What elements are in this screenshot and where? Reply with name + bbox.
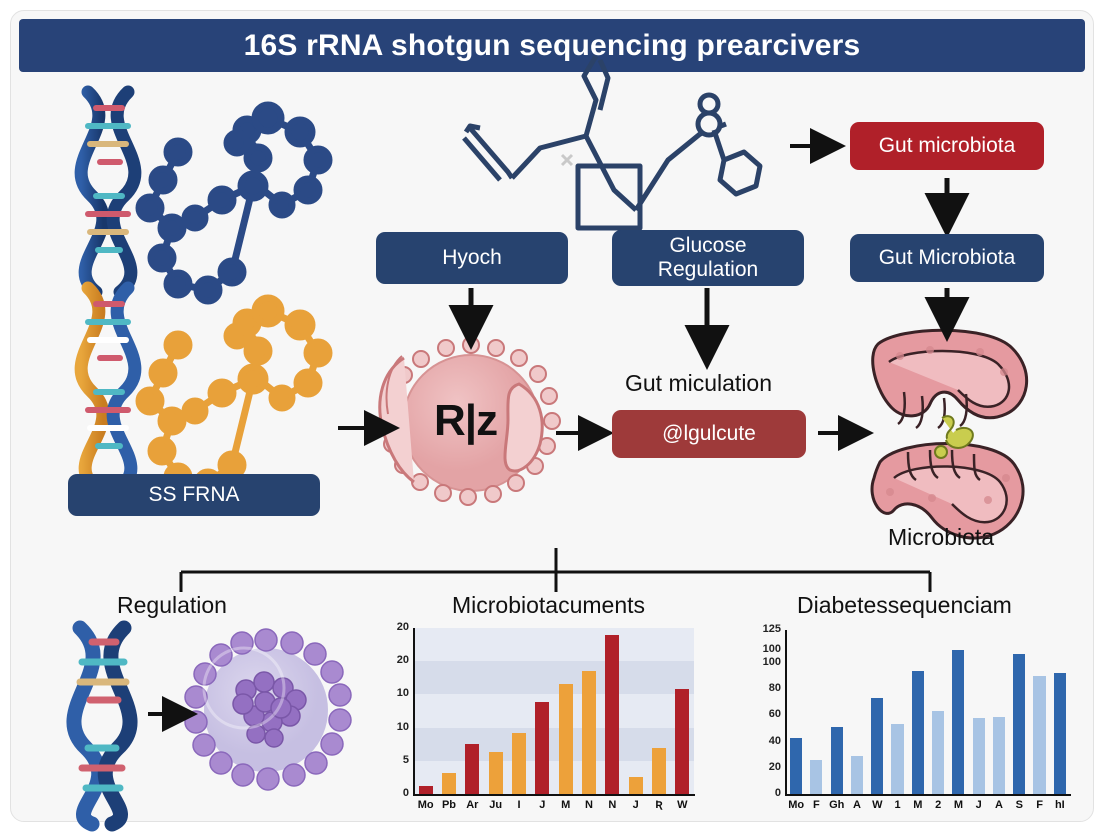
node-algulcute-label: @lgulcute <box>662 422 756 446</box>
grid-band <box>414 760 694 794</box>
bar <box>952 649 965 794</box>
node-gut-microbiota-red[interactable]: Gut microbiota <box>850 122 1044 170</box>
bar <box>1013 653 1026 794</box>
x-axis-tick-label: M <box>953 799 963 811</box>
bar <box>558 684 573 794</box>
y-axis-tick-label: 125 <box>762 623 781 635</box>
bar <box>512 732 526 794</box>
bar <box>850 755 864 794</box>
bar <box>465 744 480 794</box>
x-axis-tick-label: A <box>853 799 861 811</box>
y-axis-tick-label: 40 <box>768 734 781 747</box>
plot-area <box>786 630 1070 794</box>
x-axis-tick-label: Gh <box>829 799 845 811</box>
cell-inner-label: R|z <box>434 396 498 445</box>
page-title: 16S rRNA shotgun sequencing prearcivers <box>243 28 861 62</box>
bar <box>582 671 596 794</box>
node-glucose-regulation[interactable]: Glucose Regulation <box>612 230 804 286</box>
bar <box>790 737 803 794</box>
bar <box>932 711 945 794</box>
y-axis-tick-label: 10 <box>396 720 409 733</box>
bar <box>992 716 1006 794</box>
bar <box>891 724 904 794</box>
x-axis-tick-label: M <box>913 799 923 811</box>
y-axis-tick-label: 0 <box>774 787 781 799</box>
node-gut-microbiota-red-label: Gut microbiota <box>878 134 1016 158</box>
bar <box>605 634 620 794</box>
x-axis-tick-label: Pb <box>441 799 457 811</box>
bar <box>535 702 550 794</box>
x-axis-line <box>413 794 695 796</box>
y-axis-tick-label: 60 <box>768 708 781 721</box>
x-axis-tick-label: J <box>975 799 982 811</box>
node-glucose-regulation-label: Glucose Regulation <box>657 234 759 281</box>
node-gut-microbiota-blue[interactable]: Gut Microbiota <box>850 234 1044 282</box>
x-axis-tick-label: W <box>677 799 688 811</box>
grid-band <box>414 661 694 695</box>
bar <box>911 670 924 794</box>
x-axis-tick-label: N <box>585 799 593 811</box>
x-axis-tick-label: 1 <box>894 799 901 811</box>
poster-title-bar: 16S rRNA shotgun sequencing prearcivers <box>19 19 1085 72</box>
bar <box>675 689 690 794</box>
y-axis-tick-label: 20 <box>768 760 781 773</box>
y-axis-tick-label: 100 <box>762 655 781 668</box>
x-axis-tick-label: I <box>517 799 521 811</box>
bar <box>418 786 433 794</box>
bar <box>1053 673 1066 794</box>
y-axis-tick-label: 20 <box>396 654 409 667</box>
bar <box>871 698 884 794</box>
x-axis-tick-label: Mo <box>417 799 434 811</box>
y-axis-tick-label: 100 <box>762 642 781 655</box>
x-axis-tick-label: M <box>561 799 571 811</box>
x-axis-tick-label: W <box>872 799 883 811</box>
x-axis-tick-label: hI <box>1054 799 1065 811</box>
x-axis-tick-label: J <box>539 799 546 811</box>
bar <box>628 776 643 794</box>
y-axis-line <box>413 628 415 794</box>
x-axis-tick-label: 2 <box>935 799 942 811</box>
x-axis-tick-label: J <box>632 799 639 811</box>
y-axis-tick-label: 0 <box>402 787 409 799</box>
bar <box>488 752 503 794</box>
y-axis-tick-label: 10 <box>396 687 409 700</box>
y-axis-tick-label: 20 <box>396 621 409 633</box>
y-axis-line <box>785 630 787 794</box>
x-axis-line <box>785 794 1071 796</box>
y-axis-tick-label: 80 <box>768 682 781 695</box>
x-axis-tick-label: F <box>1036 799 1043 811</box>
bar <box>652 748 666 794</box>
x-axis-tick-label: S <box>1015 799 1023 811</box>
bar <box>442 772 456 794</box>
x-axis-tick-label: A <box>995 799 1003 811</box>
plot-area <box>414 628 694 794</box>
bar <box>1033 675 1046 794</box>
grid-band <box>414 694 694 728</box>
x-axis-tick-label: Ju <box>489 799 503 811</box>
bar <box>972 717 985 794</box>
x-axis-tick-label: Mo <box>788 799 805 811</box>
section-heading-middle: Microbiotacuments <box>452 592 646 618</box>
x-axis-tick-label: Ar <box>466 799 479 811</box>
section-heading-right: Diabetessequenciam <box>797 592 1012 618</box>
bar <box>830 727 843 794</box>
x-axis-tick-label: Ʀ <box>655 799 663 811</box>
section-heading-left: Regulation <box>117 592 227 618</box>
caption-microbiota: Microbiota <box>888 524 995 550</box>
node-hyoch[interactable]: Hyoch <box>376 232 568 284</box>
grid-band <box>414 727 694 761</box>
x-axis-tick-label: F <box>813 799 820 811</box>
node-gut-microbiota-blue-label: Gut Microbiota <box>878 246 1016 270</box>
label-gut-miculation: Gut miculation <box>625 370 773 396</box>
node-ss-frna[interactable]: SS FRNA <box>68 474 320 516</box>
y-axis-tick-label: 5 <box>402 753 409 766</box>
node-algulcute[interactable]: @lgulcute <box>612 410 806 458</box>
bar <box>810 759 823 794</box>
grid-band <box>414 628 694 662</box>
node-ss-frna-label: SS FRNA <box>148 483 240 507</box>
x-axis-tick-label: N <box>608 799 617 811</box>
node-hyoch-label: Hyoch <box>442 246 502 270</box>
